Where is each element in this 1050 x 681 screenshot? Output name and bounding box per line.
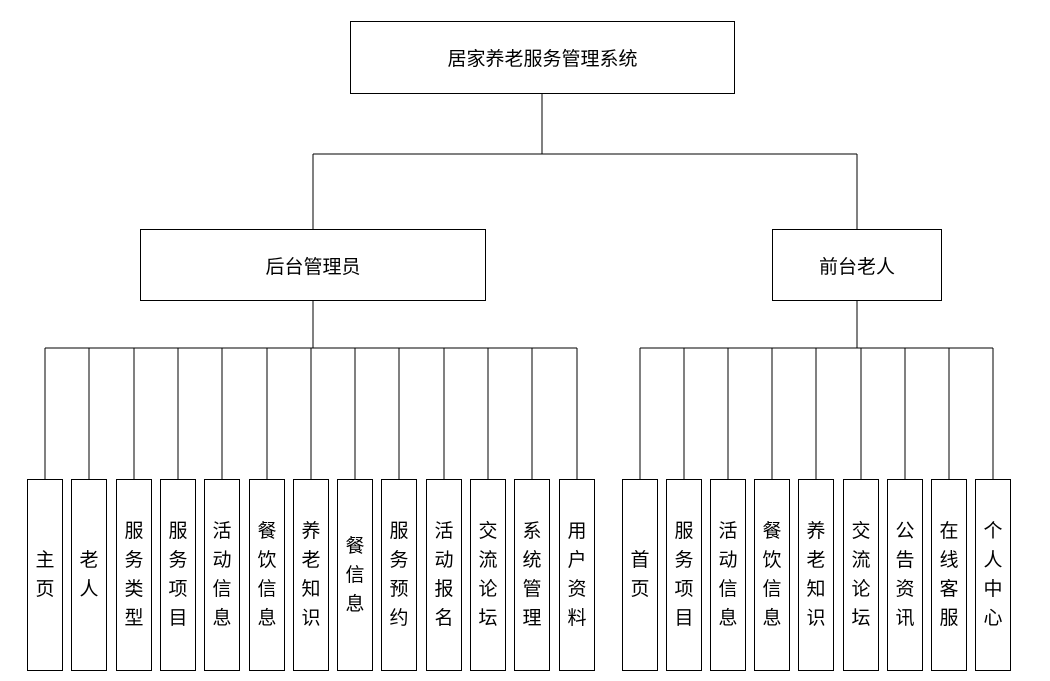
admin-node: 后台管理员 xyxy=(140,229,486,301)
front-item-box: 服务项目 xyxy=(666,479,702,671)
front-item-label: 养老知识 xyxy=(806,520,826,629)
front-node-label: 前台老人 xyxy=(818,255,895,278)
front-item-box: 公告资讯 xyxy=(887,479,923,671)
root-node: 居家养老服务管理系统 xyxy=(350,21,735,94)
admin-item-label: 系统管理 xyxy=(522,520,542,629)
admin-item-label: 活动报名 xyxy=(434,520,454,629)
front-item-label: 首页 xyxy=(630,549,650,600)
front-item-box: 在线客服 xyxy=(931,479,967,671)
admin-item-box: 服务项目 xyxy=(160,479,196,671)
front-node: 前台老人 xyxy=(772,229,942,301)
front-item-box: 活动信息 xyxy=(710,479,746,671)
front-item-label: 个人中心 xyxy=(983,520,1003,629)
admin-item-box: 活动报名 xyxy=(426,479,462,671)
front-item-label: 公告资讯 xyxy=(895,520,915,629)
front-item-box: 首页 xyxy=(622,479,658,671)
admin-item-label: 活动信息 xyxy=(212,520,232,629)
front-item-label: 在线客服 xyxy=(939,520,959,629)
front-item-label: 交流论坛 xyxy=(851,520,871,629)
admin-item-label: 交流论坛 xyxy=(478,520,498,629)
front-item-label: 活动信息 xyxy=(718,520,738,629)
admin-item-label: 餐信息 xyxy=(345,534,365,615)
root-node-label: 居家养老服务管理系统 xyxy=(447,48,638,70)
admin-item-box: 老人 xyxy=(71,479,107,671)
admin-item-label: 养老知识 xyxy=(301,520,321,629)
admin-item-box: 餐信息 xyxy=(337,479,373,671)
admin-item-label: 老人 xyxy=(79,549,99,600)
front-item-box: 交流论坛 xyxy=(843,479,879,671)
admin-node-label: 后台管理员 xyxy=(265,255,361,278)
front-item-label: 餐饮信息 xyxy=(762,520,782,629)
admin-item-box: 用户资料 xyxy=(559,479,595,671)
admin-item-label: 服务类型 xyxy=(124,520,144,629)
admin-item-box: 主页 xyxy=(27,479,63,671)
admin-item-label: 用户资料 xyxy=(567,520,587,629)
admin-item-box: 餐饮信息 xyxy=(249,479,285,671)
admin-item-label: 服务预约 xyxy=(389,520,409,629)
admin-item-box: 服务预约 xyxy=(381,479,417,671)
front-item-box: 餐饮信息 xyxy=(754,479,790,671)
admin-item-box: 养老知识 xyxy=(293,479,329,671)
admin-item-box: 活动信息 xyxy=(204,479,240,671)
admin-item-box: 服务类型 xyxy=(116,479,152,671)
front-item-box: 个人中心 xyxy=(975,479,1011,671)
front-item-label: 服务项目 xyxy=(674,520,694,629)
admin-item-label: 服务项目 xyxy=(168,520,188,629)
admin-item-label: 餐饮信息 xyxy=(257,520,277,629)
admin-item-label: 主页 xyxy=(35,549,55,600)
admin-item-box: 系统管理 xyxy=(514,479,550,671)
admin-item-box: 交流论坛 xyxy=(470,479,506,671)
front-item-box: 养老知识 xyxy=(798,479,834,671)
